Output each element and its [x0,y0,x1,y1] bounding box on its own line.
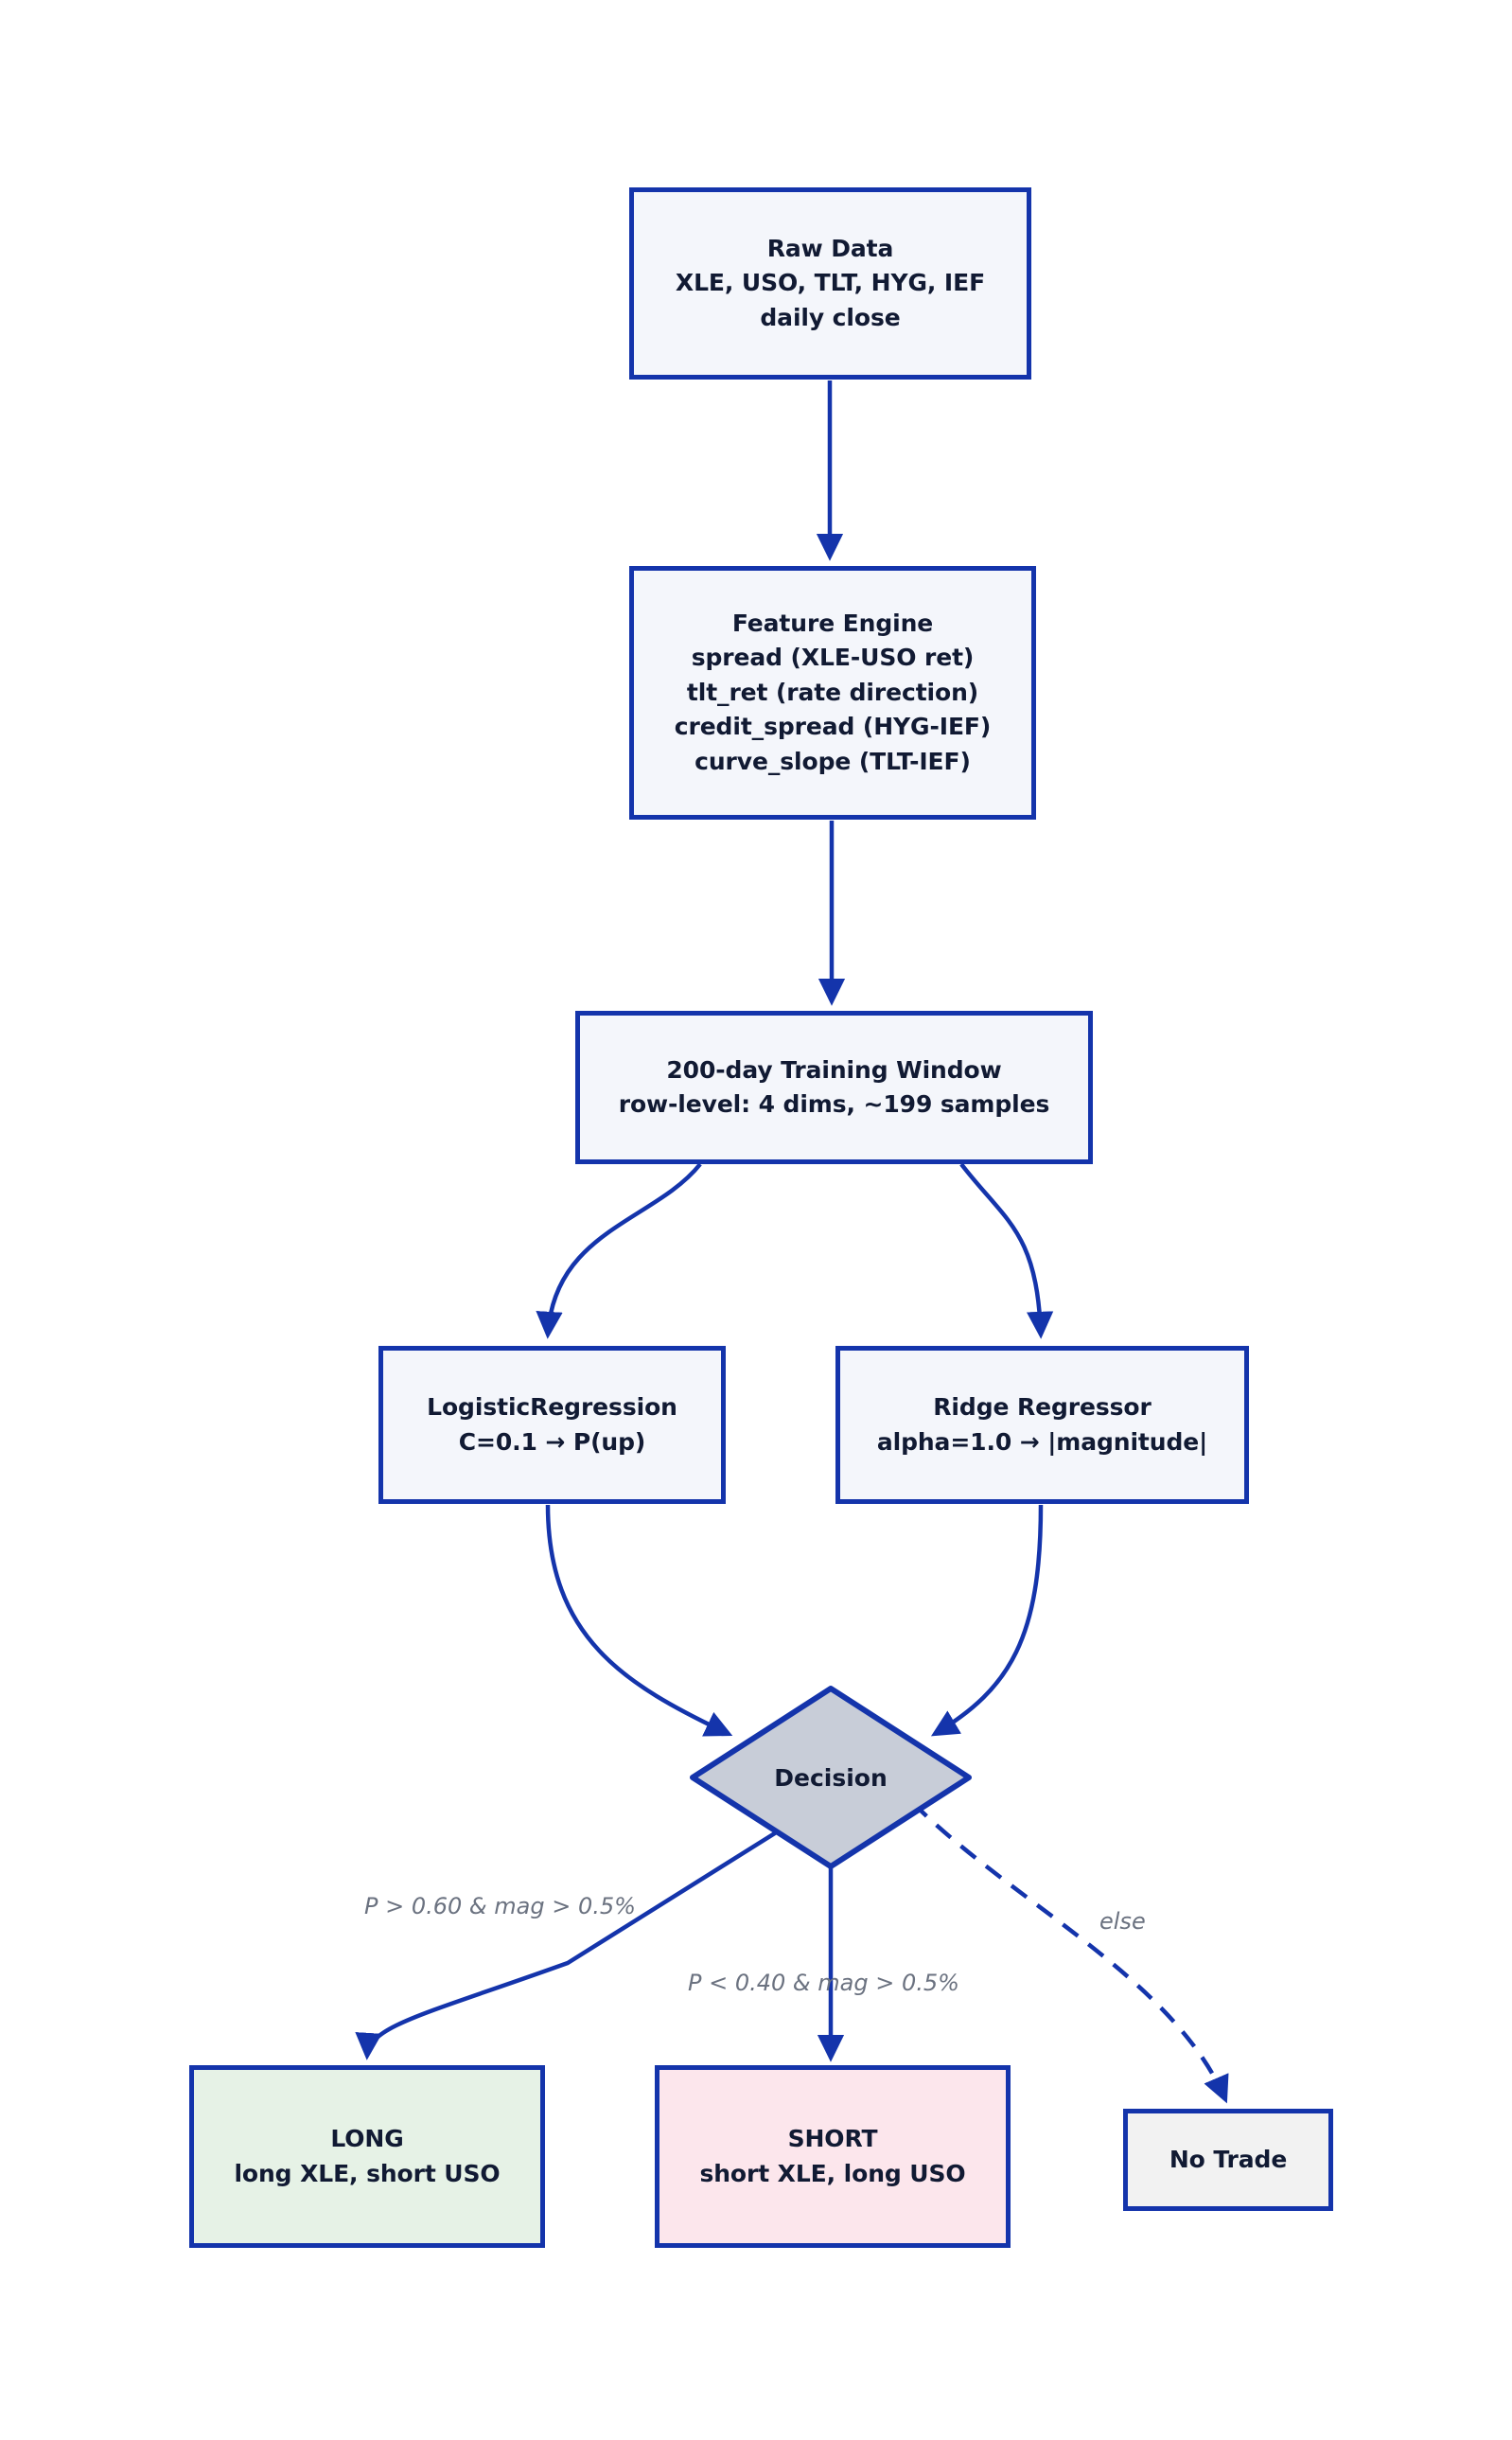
edge-label-else-branch: else [1099,1908,1146,1935]
node-ridge-regressor-line-2: alpha=1.0 → |magnitude| [876,1427,1208,1456]
edge-trainingwindow-to-ridgeregressor [959,1162,1054,1339]
node-logistic-regression-line-1: LogisticRegression [427,1393,677,1421]
node-no-trade-line-1: No Trade [1169,2145,1288,2173]
node-feature-engine-text: Feature Engine spread (XLE-USO ret) tlt_… [667,607,998,780]
node-long-text: LONG long XLE, short USO [226,2122,507,2191]
node-short-line-1: SHORT [787,2125,878,2152]
node-long[interactable]: LONG long XLE, short USO [189,2065,545,2248]
node-raw-data-line-2: XLE, USO, TLT, HYG, IEF [675,269,986,297]
node-ridge-regressor-line-1: Ridge Regressor [933,1393,1152,1421]
node-decision[interactable]: Decision [689,1685,973,1870]
node-logistic-regression[interactable]: LogisticRegression C=0.1 → P(up) [378,1346,726,1504]
node-feature-engine-line-1: Feature Engine [731,609,934,637]
node-raw-data-line-3: daily close [760,303,901,331]
node-raw-data-text: Raw Data XLE, USO, TLT, HYG, IEF daily c… [668,232,993,336]
node-no-trade[interactable]: No Trade [1123,2109,1333,2211]
node-training-window[interactable]: 200-day Training Window row-level: 4 dim… [575,1011,1093,1164]
node-logistic-regression-line-2: C=0.1 → P(up) [458,1427,646,1456]
node-ridge-regressor-text: Ridge Regressor alpha=1.0 → |magnitude| [870,1390,1215,1459]
node-feature-engine[interactable]: Feature Engine spread (XLE-USO ret) tlt_… [629,566,1036,820]
edge-trainingwindow-to-logisticregression [536,1162,702,1339]
node-short-line-2: short XLE, long USO [699,2159,966,2187]
node-training-window-line-1: 200-day Training Window [666,1055,1002,1084]
node-logistic-regression-text: LogisticRegression C=0.1 → P(up) [419,1390,685,1459]
node-feature-engine-line-2: spread (XLE-USO ret) [691,644,975,672]
node-decision-label: Decision [774,1763,888,1792]
node-short[interactable]: SHORT short XLE, long USO [655,2065,1011,2248]
node-training-window-line-2: row-level: 4 dims, ~199 samples [618,1090,1050,1118]
edge-label-short-branch: P < 0.40 & mag > 0.5% [688,1970,959,1996]
node-short-text: SHORT short XLE, long USO [692,2122,973,2191]
node-no-trade-text: No Trade [1162,2143,1294,2178]
node-feature-engine-line-3: tlt_ret (rate direction) [686,678,979,706]
edge-label-long-branch: P > 0.60 & mag > 0.5% [364,1893,636,1919]
node-training-window-text: 200-day Training Window row-level: 4 dim… [611,1053,1058,1123]
node-raw-data-line-1: Raw Data [766,234,894,262]
node-long-line-2: long XLE, short USO [234,2159,501,2187]
node-feature-engine-line-4: credit_spread (HYG-IEF) [674,713,992,741]
node-raw-data[interactable]: Raw Data XLE, USO, TLT, HYG, IEF daily c… [629,187,1031,380]
node-feature-engine-line-5: curve_slope (TLT-IEF) [694,747,971,775]
node-ridge-regressor[interactable]: Ridge Regressor alpha=1.0 → |magnitude| [835,1346,1249,1504]
node-long-line-1: LONG [330,2125,404,2152]
